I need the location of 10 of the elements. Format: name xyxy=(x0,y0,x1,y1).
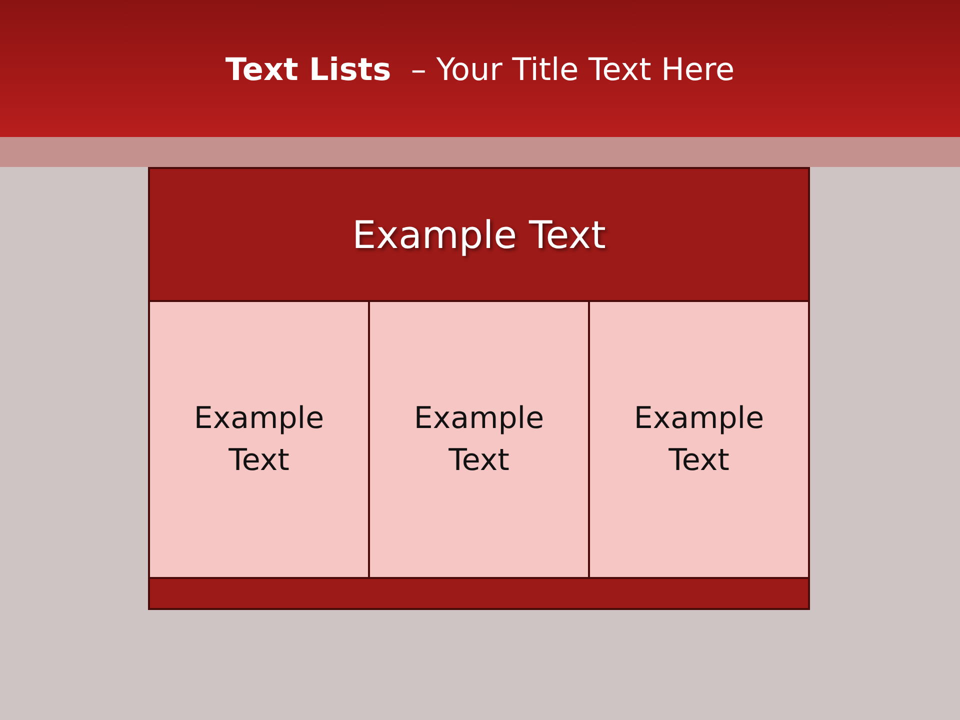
slide-title: Text Lists – Your Title Text Here xyxy=(225,52,735,88)
text-panel xyxy=(148,300,370,579)
panel-text: Example Text xyxy=(412,400,546,480)
footer-bar xyxy=(148,577,810,610)
heading-text: Example Text xyxy=(352,212,606,256)
panel-text: Example Text xyxy=(632,400,766,480)
text-panel xyxy=(588,300,810,579)
text-panel xyxy=(368,300,590,579)
heading-panel xyxy=(148,167,810,302)
panel-text: Example Text xyxy=(192,400,326,480)
